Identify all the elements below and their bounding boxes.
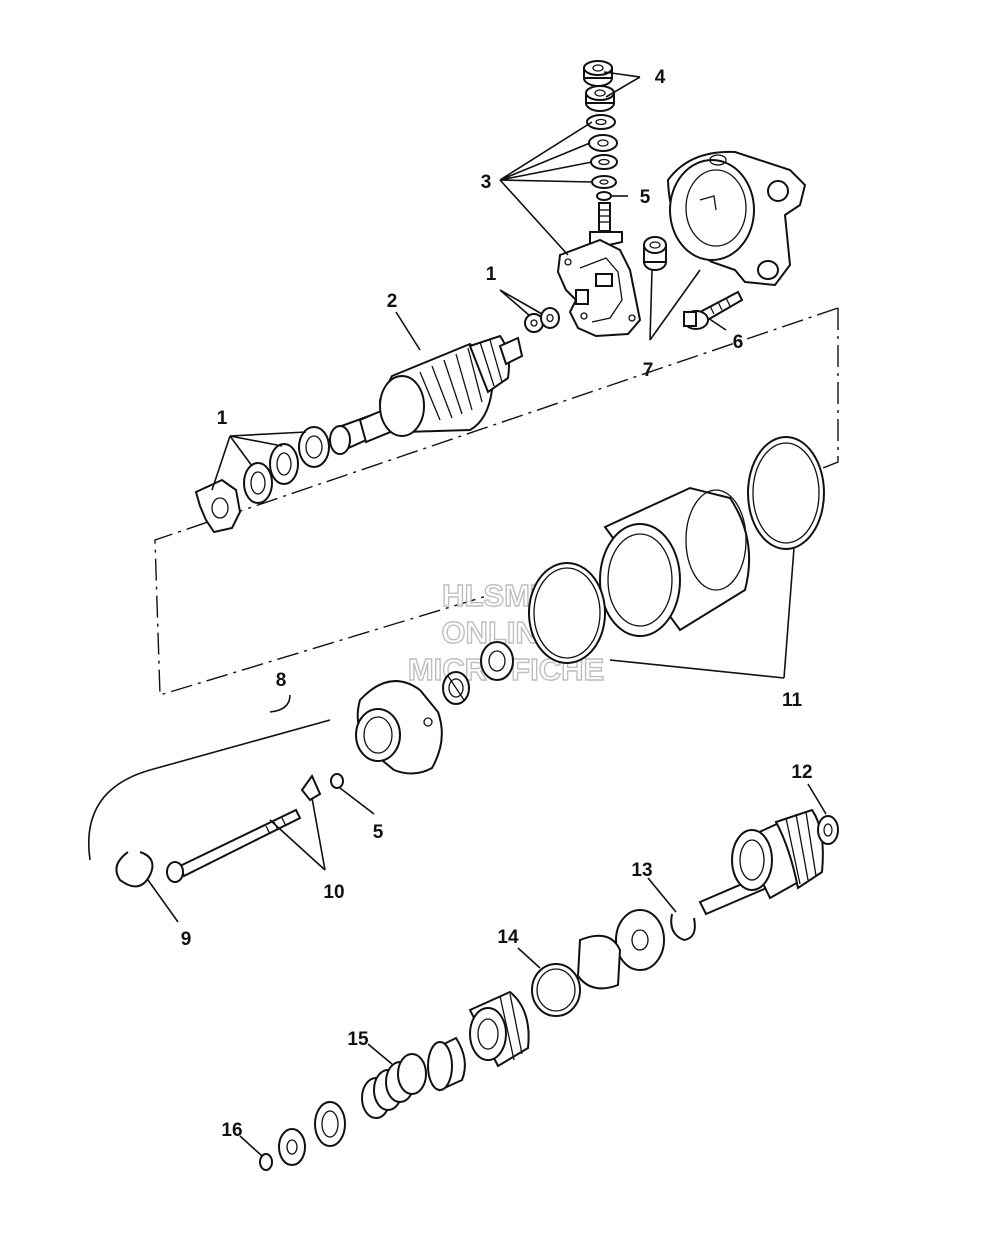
- part-pinion-gear: [468, 990, 530, 1068]
- callout-14: 14: [497, 927, 519, 948]
- part-spring: [361, 1053, 427, 1119]
- part-ring-inner: [536, 968, 576, 1012]
- part-end-housing: [666, 150, 807, 287]
- callout-2: 2: [387, 291, 398, 312]
- assembly-boundary-dashed: [154, 307, 839, 696]
- callout-12: 12: [791, 762, 812, 783]
- part-lock-plate: [300, 773, 322, 802]
- part-yoke-housing: [599, 486, 751, 637]
- part-through-bolt: [166, 808, 302, 883]
- callout-16: 16: [221, 1120, 242, 1141]
- part-clutch-gear: [698, 808, 839, 916]
- part-washer-stack: [586, 114, 618, 189]
- part-thrust-washer-inner: [286, 1139, 298, 1155]
- part-split-collar: [576, 934, 622, 990]
- callout-1-lower: 1: [217, 408, 228, 429]
- part-gasket-left-inner: [533, 567, 601, 659]
- part-clip: [670, 913, 696, 942]
- callout-10: 10: [323, 882, 344, 903]
- callout-5-lower: 5: [373, 822, 384, 843]
- callout-3: 3: [481, 172, 492, 193]
- part-nut-stack: [583, 60, 615, 112]
- callout-6: 6: [733, 332, 744, 353]
- callout-11: 11: [782, 690, 803, 711]
- part-collar-inner: [321, 1110, 339, 1138]
- part-screw-top: [683, 290, 744, 330]
- part-o-ring-top: [596, 191, 612, 201]
- part-collar: [314, 1101, 346, 1147]
- part-sleeve: [427, 1036, 466, 1092]
- callout-13: 13: [631, 860, 652, 881]
- part-stop-washer: [615, 909, 665, 971]
- part-snap-ring: [115, 851, 154, 888]
- part-gasket-left: [528, 562, 606, 664]
- part-ring: [531, 963, 581, 1017]
- callout-5-top: 5: [640, 187, 651, 208]
- part-brush-plate: [556, 238, 642, 338]
- part-washers-lower: [194, 426, 330, 534]
- callout-7: 7: [643, 360, 654, 381]
- callout-8: 8: [276, 670, 287, 691]
- part-front-cover: [355, 680, 443, 775]
- leader-lines: [88, 71, 827, 1157]
- part-bushing: [643, 236, 667, 271]
- part-gasket-right: [747, 436, 825, 550]
- callout-1-upper: 1: [486, 264, 497, 285]
- part-washers-upper: [524, 307, 560, 333]
- callout-labels: 4 3 5 1 2 6 7 1 8 11 5 10 9 12 13 14 15 …: [181, 67, 813, 1141]
- part-thrust-washer: [278, 1128, 306, 1166]
- part-o-ring-lower: [330, 773, 344, 789]
- part-bearings: [442, 641, 514, 705]
- part-armature: [329, 334, 524, 455]
- part-e-clip: [259, 1153, 273, 1171]
- callout-15: 15: [347, 1029, 369, 1050]
- callout-4: 4: [655, 67, 666, 88]
- part-gasket-right-inner: [752, 442, 820, 544]
- callout-9: 9: [181, 929, 192, 950]
